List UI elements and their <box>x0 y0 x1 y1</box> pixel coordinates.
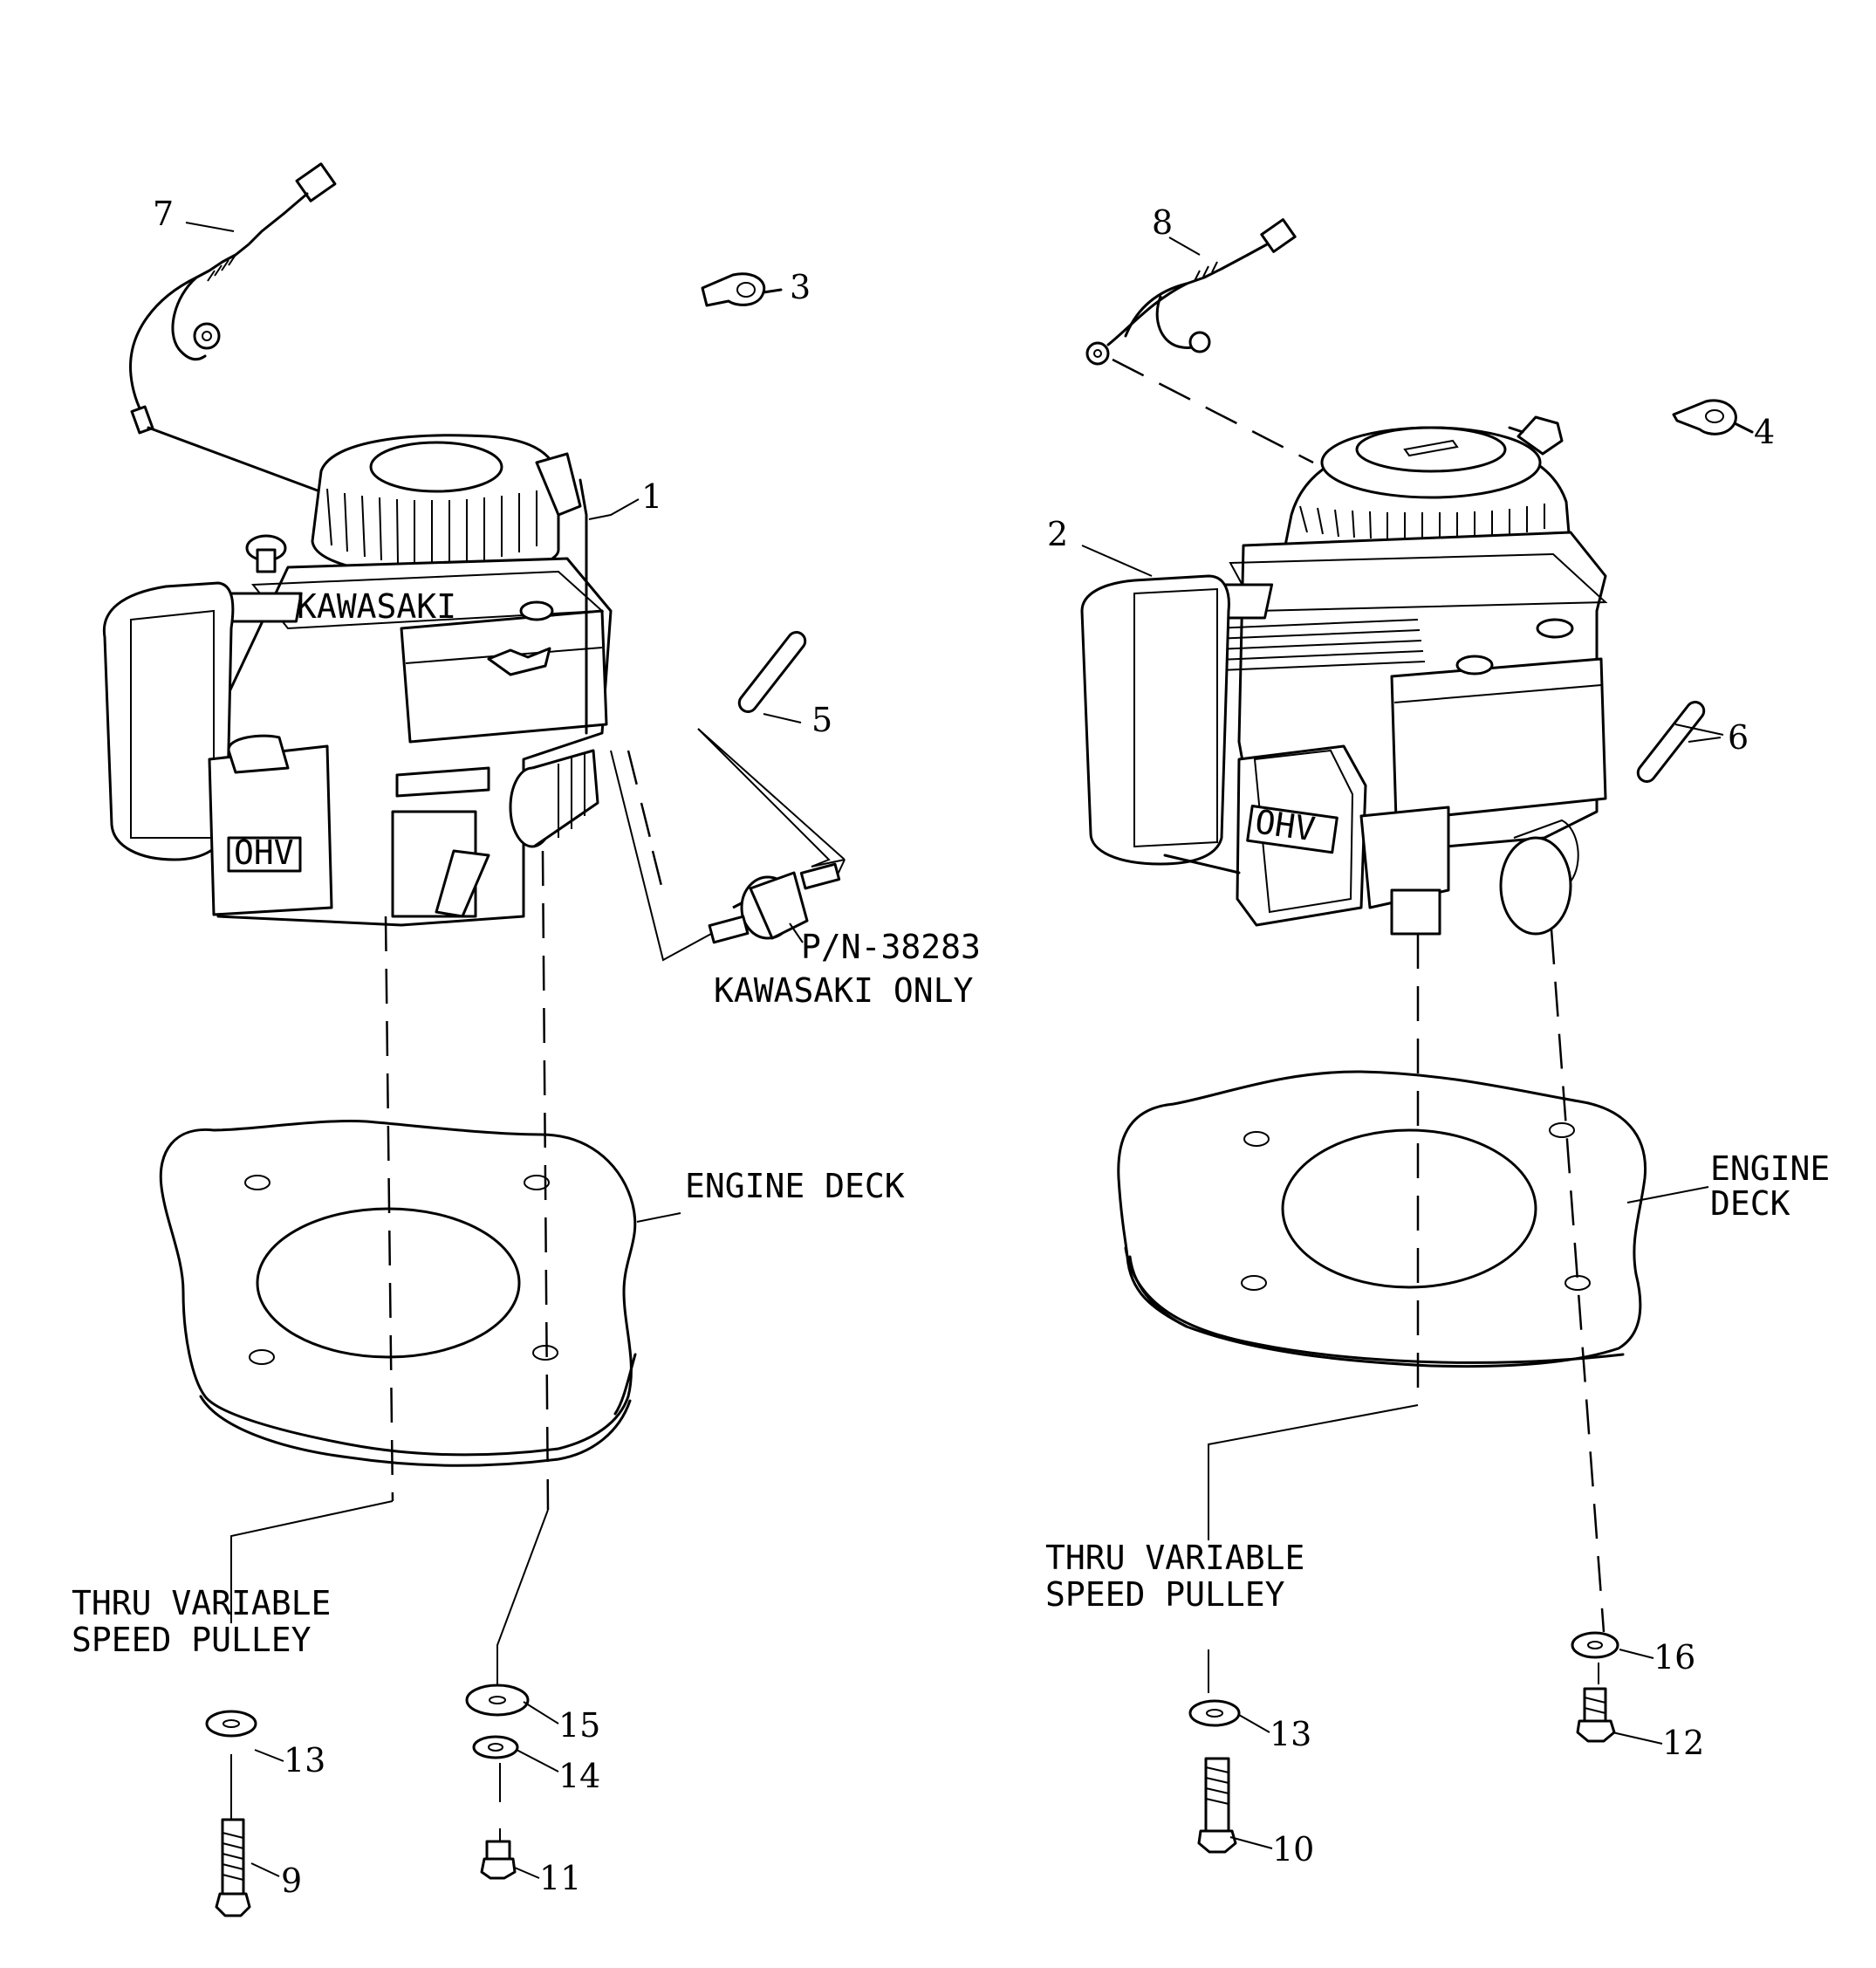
clamp-4 <box>1672 399 1754 435</box>
fuel-filter-note: KAWASAKI ONLY <box>714 971 974 1010</box>
alignment-lines-right <box>1208 929 1606 1693</box>
engine-deck-right <box>1117 1070 1647 1368</box>
washer-16 <box>1571 1631 1619 1659</box>
callout-11: 11 <box>539 1859 581 1897</box>
callout-5: 5 <box>811 701 832 739</box>
bolt-12 <box>1576 1687 1616 1743</box>
callout-10: 10 <box>1272 1830 1314 1869</box>
callout-14: 14 <box>558 1757 600 1795</box>
descriptive-labels: P/N-38283 KAWASAKI ONLY ENGINE DECK ENGI… <box>72 928 1830 1659</box>
callout-9: 9 <box>281 1862 302 1900</box>
callout-15: 15 <box>558 1706 600 1745</box>
engine-deck-label-right-line1: ENGINE <box>1710 1149 1830 1188</box>
nut-11 <box>480 1840 517 1880</box>
pin-6 <box>1636 701 1724 783</box>
engine-deck-left <box>159 1120 637 1467</box>
pulley-label-left-line2: SPEED PULLEY <box>72 1621 312 1659</box>
callout-13-right: 13 <box>1270 1715 1311 1753</box>
fuel-filter-part-number: P/N-38283 <box>801 928 981 966</box>
ohv-label-right: OHV <box>1253 802 1318 848</box>
callout-7: 7 <box>153 195 174 233</box>
washer-15 <box>465 1683 530 1717</box>
callout-16: 16 <box>1653 1638 1695 1677</box>
callout-4: 4 <box>1754 413 1775 451</box>
washer-13-left <box>205 1710 257 1738</box>
clamp-3 <box>701 272 783 307</box>
callout-1: 1 <box>641 477 662 516</box>
callout-13-left: 13 <box>284 1741 325 1779</box>
bolt-10 <box>1197 1757 1237 1854</box>
callout-12: 12 <box>1662 1724 1704 1762</box>
pulley-label-right-line2: SPEED PULLEY <box>1045 1575 1285 1614</box>
bolt-9 <box>215 1818 251 1917</box>
alignment-lines-left <box>230 850 550 1841</box>
ohv-label-left: OHV <box>234 833 294 872</box>
spark-plug-wire-7 <box>129 162 337 497</box>
pulley-label-left-line1: THRU VARIABLE <box>72 1584 331 1622</box>
engine-brand-label: KAWASAKI <box>297 587 456 626</box>
callout-numbers: 7 3 1 5 8 4 2 6 13 15 14 9 11 13 10 16 1… <box>153 195 1775 1900</box>
callout-6: 6 <box>1728 718 1749 757</box>
pulley-label-right-line1: THRU VARIABLE <box>1045 1539 1304 1577</box>
callout-leaders <box>185 222 1722 1879</box>
fuel-filter-assembly <box>610 631 846 962</box>
washer-13-right <box>1188 1699 1241 1727</box>
engine-1-kawasaki: KAWASAKI OHV <box>102 434 613 927</box>
callout-3: 3 <box>790 268 811 306</box>
engine-2: OHV <box>1080 415 1608 936</box>
callout-2: 2 <box>1047 515 1068 553</box>
spark-plug-wire-8 <box>1085 218 1314 464</box>
engine-deck-label-right-line2: DECK <box>1710 1184 1790 1223</box>
callout-8: 8 <box>1152 203 1173 242</box>
washer-14 <box>472 1735 519 1759</box>
engine-deck-label-left: ENGINE DECK <box>685 1167 905 1205</box>
